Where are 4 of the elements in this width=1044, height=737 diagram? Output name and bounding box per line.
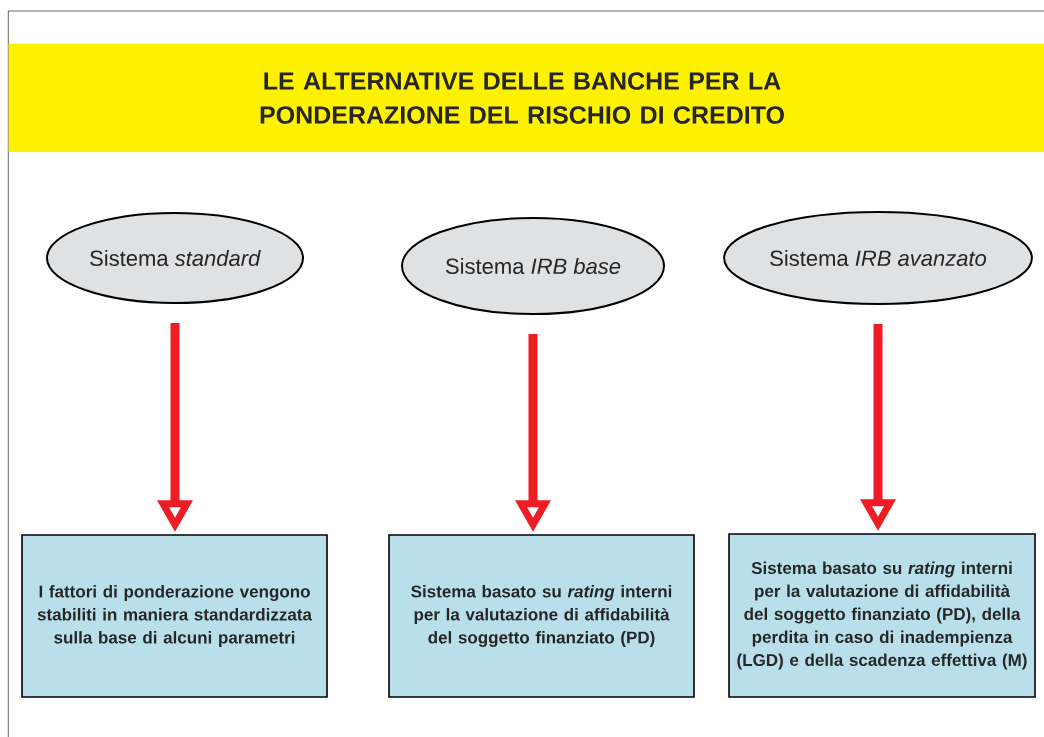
text-box: Sistema basato su rating interni per la valutazione di affidabilità del soggetto finanziato (PD) bbox=[388, 534, 695, 698]
text-box: I fattori di ponderazione vengono stabiliti in maniera standardizzata sulla base di alcuni parametri bbox=[21, 534, 328, 698]
title-band: LE ALTERNATIVE DELLE BANCHE PER LA PONDERAZIONE DEL RISCHIO DI CREDITO bbox=[8, 43, 1044, 152]
text-box: Sistema basato su rating interni per la valutazione di affidabilità del soggetto finanziato (PD), della perdita in caso di inadempienza (LGD) e della scadenza effettiva (M) bbox=[728, 533, 1036, 698]
